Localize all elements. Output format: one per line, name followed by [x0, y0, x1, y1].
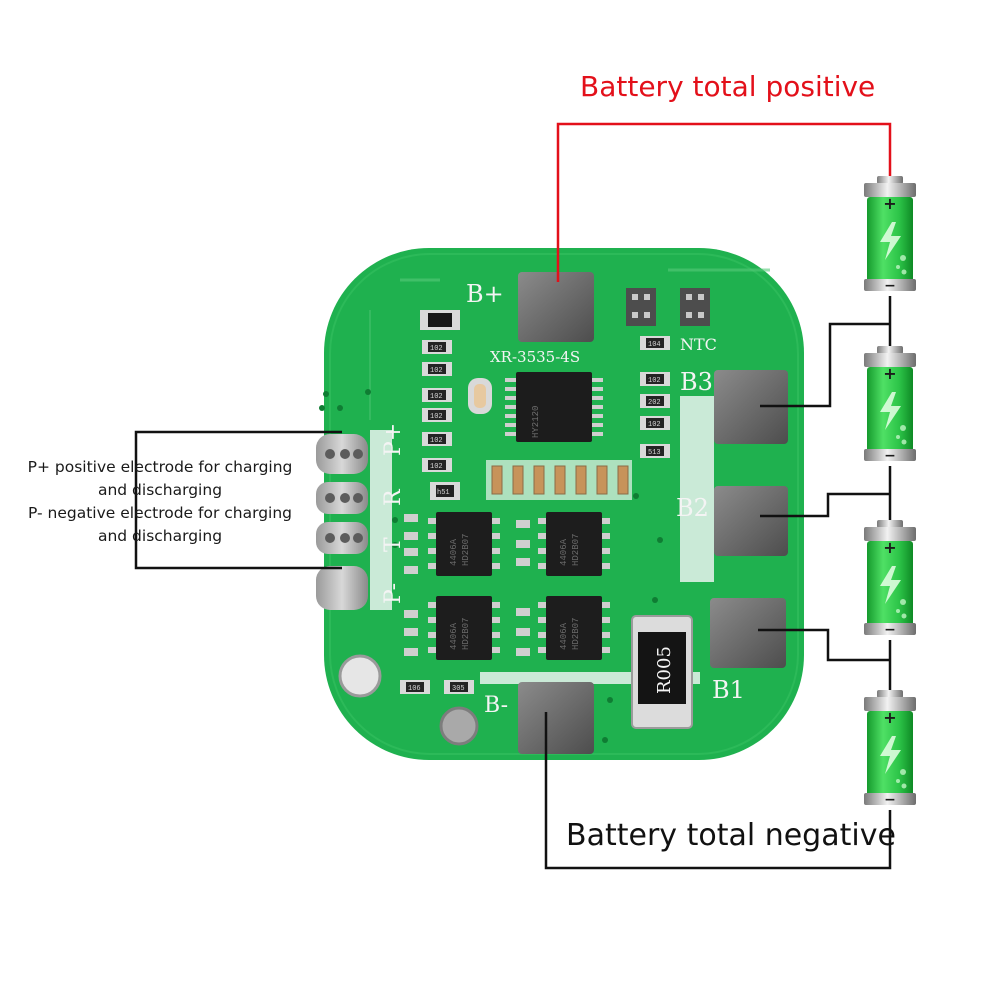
mosfet-marking: HD2B07 — [571, 534, 581, 566]
ntc-pad — [626, 288, 656, 326]
label-p-minus: P- — [381, 583, 406, 604]
battery-plus-symbol: + — [883, 364, 896, 383]
battery-plus-symbol: + — [883, 194, 896, 213]
ntc-pad — [680, 288, 710, 326]
battery-plus-symbol: + — [883, 708, 896, 727]
battery-minus-symbol: − — [884, 622, 896, 638]
label-b-minus: B- — [484, 693, 508, 718]
silkscreen-labels: B+ B- B1 B2 B3 NTC XR-3535-4S P+ R T P- … — [381, 280, 745, 718]
b2-pad — [714, 486, 788, 556]
battery-total-positive-label: Battery total positive — [580, 70, 876, 103]
mosfet-marking: 4406A — [449, 622, 459, 650]
mosfet-marking: HD2B07 — [571, 618, 581, 650]
pin-description: P+ positive electrode for charging and d… — [10, 456, 310, 548]
pin-note-line: P+ positive electrode for charging — [27, 458, 293, 476]
b1-wire — [758, 628, 890, 662]
resistor-code: 102 — [648, 421, 661, 429]
battery-minus-symbol: − — [884, 278, 896, 294]
capacitor-row — [486, 460, 632, 500]
label-r: R — [381, 488, 406, 506]
resistor-code: 102 — [430, 393, 443, 401]
mounting-hole — [439, 706, 479, 746]
protection-ic — [505, 372, 603, 442]
b3-wire — [760, 322, 890, 408]
pin-callout-bracket — [134, 430, 342, 570]
mosfet-marking: 4406A — [449, 538, 459, 566]
battery-stack: + − + − + − + − — [864, 176, 916, 808]
label-b1: B1 — [712, 676, 745, 704]
resistor-array — [400, 310, 670, 694]
mosfet-marking: HD2B07 — [461, 534, 471, 566]
label-p-plus: P+ — [381, 423, 406, 456]
resistor-code: 102 — [430, 345, 443, 353]
resistor-code: h51 — [437, 489, 450, 497]
resistor-code: 102 — [648, 377, 661, 385]
positive-wire — [556, 122, 892, 282]
resistor-code: 102 — [430, 437, 443, 445]
resistor-code: 106 — [408, 685, 421, 693]
label-b2: B2 — [676, 494, 709, 522]
b3-pad — [714, 370, 788, 444]
label-t: T — [381, 537, 406, 552]
mounting-hole — [338, 654, 382, 698]
b1-pad — [710, 598, 786, 668]
b2-wire — [760, 492, 890, 518]
resistor-code: 102 — [430, 463, 443, 471]
shunt-marking: R005 — [654, 646, 675, 694]
label-b3: B3 — [680, 368, 713, 396]
resistor-code: 104 — [648, 341, 661, 349]
b-minus-pad — [518, 682, 594, 754]
resistor-code: 202 — [648, 399, 661, 407]
label-ntc: NTC — [680, 335, 717, 354]
mosfet-marking: 4406A — [559, 622, 569, 650]
resistor-code: 102 — [430, 367, 443, 375]
small-components — [404, 514, 530, 656]
battery-total-negative-label: Battery total negative — [566, 818, 896, 853]
resistor-code: 305 — [452, 685, 465, 693]
shunt-resistor — [631, 615, 693, 729]
connector-pins — [316, 430, 392, 610]
mosfet-marking: 4406A — [559, 538, 569, 566]
pin-note-line: and discharging — [97, 481, 223, 499]
wiring — [134, 122, 892, 870]
negative-wire — [544, 712, 892, 870]
pin-note-line: P- negative electrode for charging — [27, 504, 293, 522]
silkscreen-strip — [680, 396, 714, 582]
battery-plus-symbol: + — [883, 538, 896, 557]
board-model-label: XR-3535-4S — [490, 348, 580, 366]
label-b-plus: B+ — [466, 280, 504, 308]
resistor-code: 102 — [430, 413, 443, 421]
ic-marking: HY2120 — [531, 406, 541, 438]
b-plus-pad — [518, 272, 594, 342]
resistor-code: 513 — [648, 449, 661, 457]
battery-minus-symbol: − — [884, 792, 896, 808]
mosfet-marking: HD2B07 — [461, 618, 471, 650]
battery-minus-symbol: − — [884, 448, 896, 464]
pin-note-line: and discharging — [97, 527, 223, 545]
